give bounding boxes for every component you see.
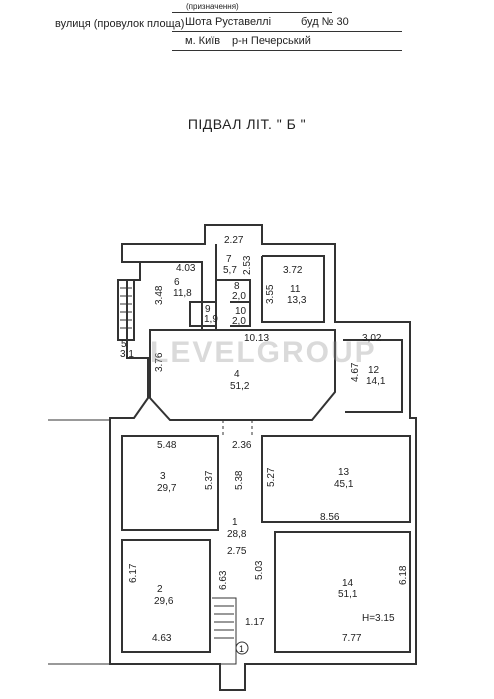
room-14-num: 14 — [342, 578, 354, 589]
room-10-num: 10 — [235, 306, 247, 317]
dim-2-27: 2.27 — [224, 235, 244, 246]
room-14-wall — [274, 531, 411, 653]
outer-wall — [109, 224, 417, 691]
street-value: Шота Руставеллі — [185, 16, 272, 28]
dim-6-18: 6.18 — [398, 565, 409, 585]
street-label: вулиця (провулок площа) — [55, 18, 185, 30]
dim-4-03: 4.03 — [176, 263, 196, 274]
room-9-area: 1,9 — [204, 314, 218, 325]
left-terrace — [48, 419, 111, 665]
street-underline — [172, 31, 402, 32]
room-10-wall — [230, 301, 251, 327]
dim-8-56: 8.56 — [320, 512, 340, 523]
dim-1-17: 1.17 — [245, 617, 265, 628]
dim-5-03: 5.03 — [254, 560, 265, 580]
dim-6-17: 6.17 — [128, 563, 139, 583]
room-6-area: 11,8 — [173, 288, 192, 299]
dim-3-55: 3.55 — [265, 284, 276, 304]
room-8-area: 2,0 — [232, 291, 246, 302]
room-5-area: 3,1 — [120, 349, 134, 360]
city-value: м. Київ — [185, 35, 221, 47]
dim-4-67: 4.67 — [350, 362, 361, 382]
dim-5-38: 5.38 — [234, 470, 245, 490]
dim-6-63: 6.63 — [218, 570, 229, 590]
room-12-wall — [343, 339, 403, 413]
room-2-wall — [121, 539, 211, 653]
room-11-num: 11 — [290, 284, 301, 295]
room-4-area: 51,2 — [230, 381, 250, 392]
room-1-num: 1 — [232, 517, 238, 528]
room-14-area: 51,1 — [338, 589, 358, 600]
room-8-wall — [216, 279, 251, 302]
dim-3-72: 3.72 — [283, 265, 303, 276]
room-12-area: 14,1 — [366, 376, 386, 387]
dim-5-27: 5.27 — [266, 467, 277, 487]
room-13-num: 13 — [338, 467, 350, 478]
plan-title: ПІДВАЛ ЛІТ. " Б " — [187, 116, 307, 132]
room-9-wall — [189, 301, 217, 327]
room-2-area: 29,6 — [154, 596, 174, 607]
room-3-area: 29,7 — [157, 483, 177, 494]
room-3-wall — [121, 435, 219, 531]
stair-marker: 1 — [239, 644, 244, 654]
entrance-stair — [212, 597, 237, 665]
dim-10-13: 10.13 — [244, 333, 269, 344]
room-10-area: 2,0 — [232, 316, 246, 327]
room-6-num: 6 — [174, 277, 180, 288]
room-4-wall — [149, 329, 336, 421]
room-7-num: 7 — [226, 254, 232, 265]
room-3-num: 3 — [160, 471, 166, 482]
room-11-wall — [261, 255, 325, 323]
dim-2-53: 2.53 — [242, 255, 253, 275]
dim-7-77: 7.77 — [342, 633, 362, 644]
house-value: буд № 30 — [301, 16, 349, 28]
dim-3-02: 3,02 — [362, 333, 382, 344]
district-value: р-н Печерський — [232, 35, 311, 47]
room-7-area: 5,7 — [223, 265, 237, 276]
dim-2-75: 2.75 — [227, 546, 247, 557]
room-2-num: 2 — [157, 584, 163, 595]
room-5-num: 5 — [121, 339, 127, 350]
watermark: LEVELGROUP — [150, 336, 377, 369]
room-1-area: 28,8 — [227, 529, 247, 540]
room-13-area: 45,1 — [334, 479, 354, 490]
dim-3-48: 3.48 — [154, 285, 165, 305]
purpose-underline — [172, 12, 332, 13]
room-8-num: 8 — [234, 281, 240, 292]
dim-5-37: 5.37 — [204, 470, 215, 490]
room-6-wall — [140, 261, 203, 330]
dim-5-48: 5.48 — [157, 440, 177, 451]
room-11-area: 13,3 — [287, 295, 307, 306]
stair-marker-circle — [235, 641, 249, 655]
room-9-num: 9 — [205, 304, 211, 315]
purpose-label: (призначення) — [186, 2, 239, 11]
dim-3-76: 3.76 — [154, 352, 165, 372]
city-underline — [172, 50, 402, 51]
dim-4-63: 4.63 — [152, 633, 172, 644]
height-note: H=3.15 — [362, 613, 395, 624]
room-12-num: 12 — [368, 365, 380, 376]
dim-2-36: 2.36 — [232, 440, 252, 451]
room-13-wall — [261, 435, 411, 523]
room-4-num: 4 — [234, 369, 240, 380]
outdoor-stair — [117, 279, 135, 341]
